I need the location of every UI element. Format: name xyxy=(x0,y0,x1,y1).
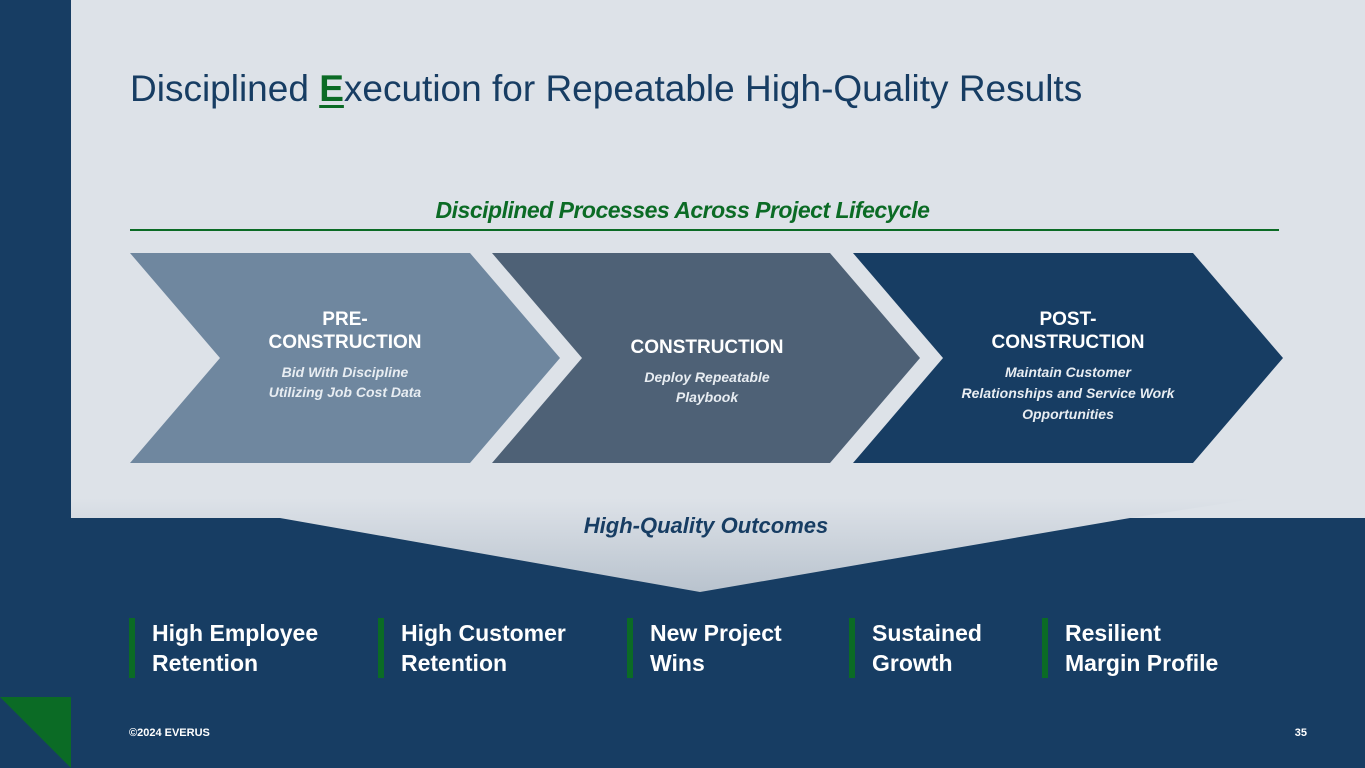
page-number: 35 xyxy=(1294,727,1307,739)
outcome-item: High Customer Retention xyxy=(378,618,566,678)
step-heading: POST- CONSTRUCTION xyxy=(991,309,1145,353)
divider xyxy=(130,229,1279,231)
outcome-item: New Project Wins xyxy=(627,618,782,678)
step-post-construction: POST- CONSTRUCTION Maintain Customer Rel… xyxy=(943,308,1193,425)
chevron-pre-construction xyxy=(130,253,560,463)
chevron-post-construction xyxy=(853,253,1283,463)
chevron-construction xyxy=(492,253,920,463)
outcome-item: Resilient Margin Profile xyxy=(1042,618,1218,678)
outcomes-title: High-Quality Outcomes xyxy=(583,513,829,538)
section-subtitle: Disciplined Processes Across Project Lif… xyxy=(435,197,930,223)
outcome-item: Sustained Growth xyxy=(849,618,982,678)
step-construction: CONSTRUCTION Deploy Repeatable Playbook xyxy=(582,336,832,407)
step-description: Maintain Customer Relationships and Serv… xyxy=(961,364,1175,422)
corner-triangle xyxy=(0,697,71,768)
copyright: ©2024 EVERUS xyxy=(129,727,210,739)
page-title: Disciplined Execution for Repeatable Hig… xyxy=(130,68,1083,109)
step-heading: PRE- CONSTRUCTION xyxy=(268,309,422,353)
outcome-item: High Employee Retention xyxy=(129,618,318,678)
step-description: Deploy Repeatable Playbook xyxy=(644,369,770,405)
step-description: Bid With Discipline Utilizing Job Cost D… xyxy=(268,364,422,400)
step-heading: CONSTRUCTION xyxy=(630,337,784,358)
funnel-shape xyxy=(71,498,1260,592)
step-pre-construction: PRE- CONSTRUCTION Bid With Discipline Ut… xyxy=(220,308,470,402)
